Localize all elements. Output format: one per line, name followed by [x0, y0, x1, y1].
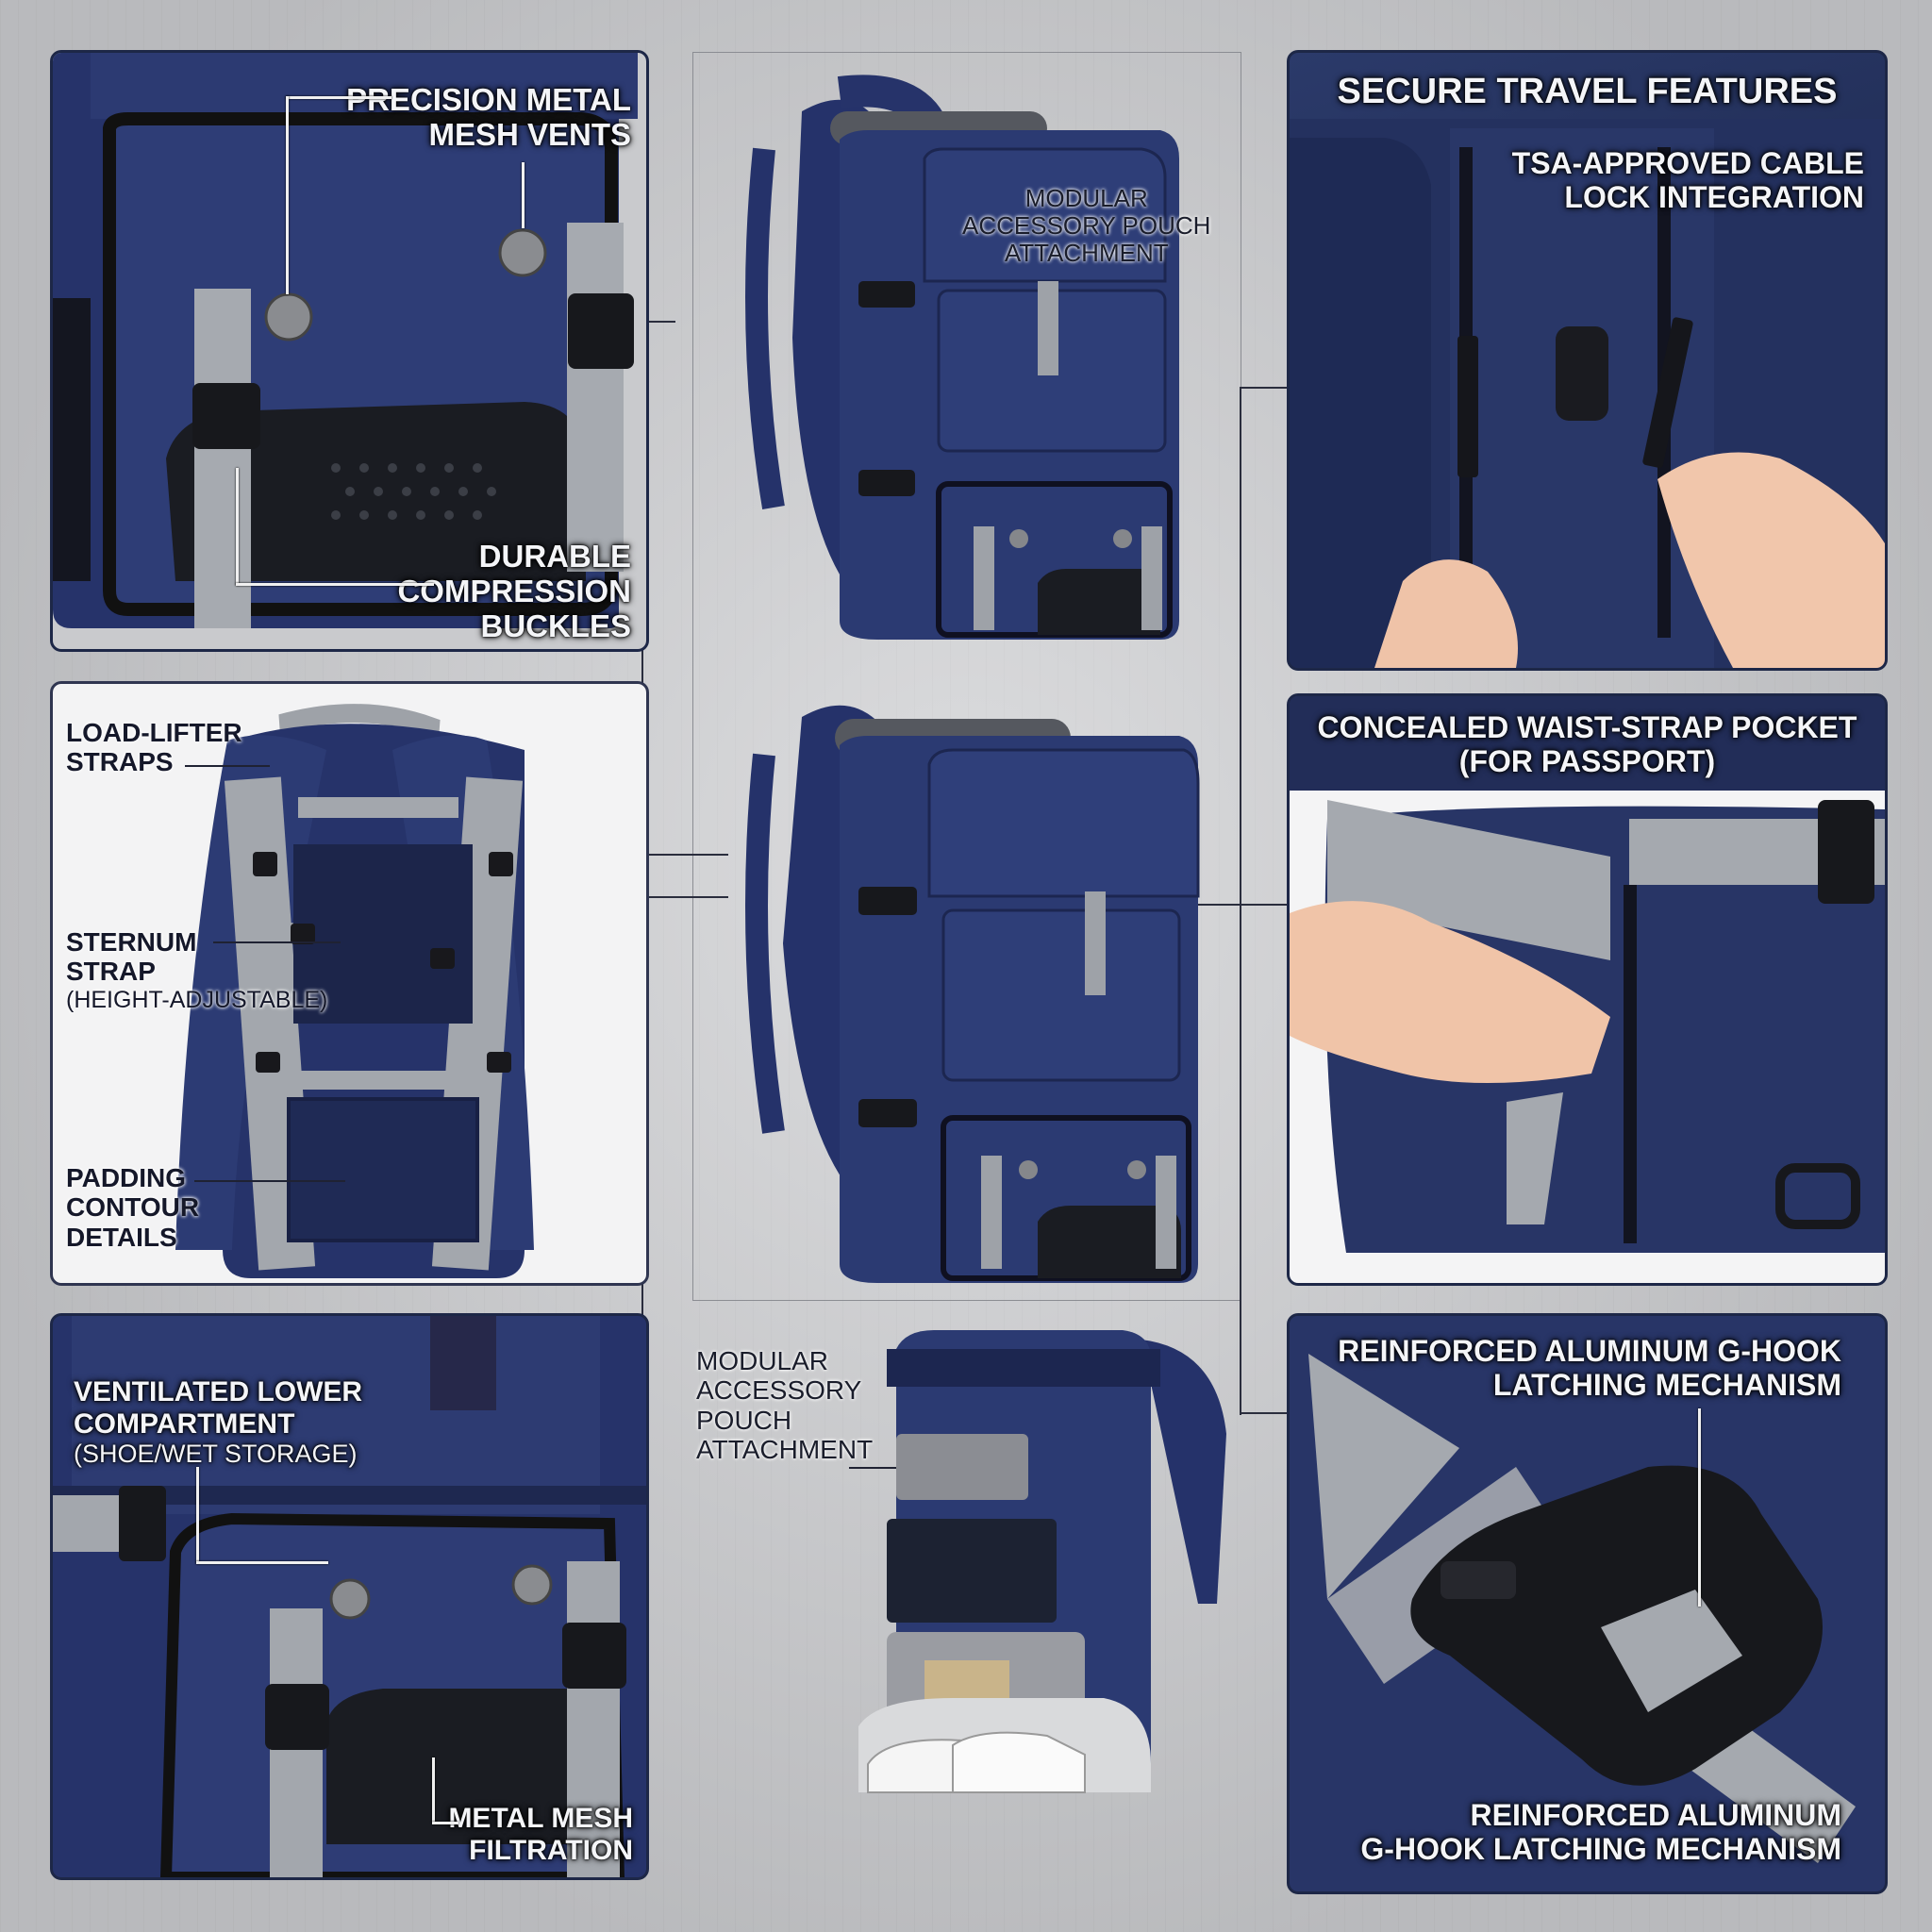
- callout-line: [236, 468, 239, 585]
- label-ventilated-lower-compartment: VENTILATED LOWER COMPARTMENT (SHOE/WET S…: [74, 1376, 363, 1469]
- callout-line: [213, 941, 341, 943]
- g-hook-buckle-closeup: [1290, 1316, 1885, 1891]
- label-durable-compression-buckles: DURABLE COMPRESSION BUCKLES: [397, 539, 631, 643]
- callout-line: [432, 1757, 435, 1824]
- label-g-hook-latching-bottom: REINFORCED ALUMINUM G-HOOK LATCHING MECH…: [1360, 1798, 1841, 1866]
- panel-tsa-lock: SECURE TRAVEL FEATURES TSA-APPROVED CABL…: [1287, 50, 1888, 671]
- backpack-front-closeup: [53, 53, 646, 649]
- callout-line: [196, 1561, 328, 1564]
- panel-g-hook-latch: REINFORCED ALUMINUM G-HOOK LATCHING MECH…: [1287, 1313, 1888, 1894]
- callout-line: [432, 1822, 458, 1824]
- callout-line: [236, 583, 434, 586]
- backpack-front-view-1: [745, 75, 1179, 640]
- callout-line: [849, 1467, 896, 1469]
- backpack-front-view-2: [745, 705, 1200, 1283]
- guide-line: [643, 896, 728, 898]
- callout-line: [1698, 1408, 1701, 1607]
- label-metal-mesh-filtration: METAL MESH FILTRATION: [448, 1803, 633, 1866]
- panel-title-secure-travel-features: SECURE TRAVEL FEATURES: [1337, 72, 1838, 111]
- guide-line: [1198, 904, 1289, 906]
- callout-line: [185, 765, 270, 767]
- callout-line: [194, 1180, 345, 1182]
- label-sternum-strap: STERNUM STRAP (HEIGHT-ADJUSTABLE): [66, 927, 328, 1013]
- callout-line: [196, 1467, 199, 1563]
- waist-pocket-closeup: [1290, 696, 1885, 1283]
- guide-line: [1241, 1412, 1287, 1414]
- backpack-back-view: [175, 704, 534, 1278]
- guide-line: [1241, 387, 1287, 389]
- label-tsa-approved-cable-lock: TSA-APPROVED CABLE LOCK INTEGRATION: [1511, 146, 1864, 214]
- label-load-lifter-straps: LOAD-LIFTER STRAPS: [66, 718, 242, 777]
- panel-compression-buckles: PRECISION METAL MESH VENTS DURABLE COMPR…: [50, 50, 649, 652]
- callout-line: [286, 96, 391, 99]
- panel-title-concealed-waist-strap-pocket: CONCEALED WAIST-STRAP POCKET (FOR PASSPO…: [1317, 710, 1857, 778]
- panel-lower-compartment: VENTILATED LOWER COMPARTMENT (SHOE/WET S…: [50, 1313, 649, 1880]
- guide-line: [643, 854, 728, 856]
- callout-line: [522, 162, 525, 228]
- guide-line: [1240, 387, 1241, 1415]
- backpack-lower-closeup: [53, 1316, 646, 1877]
- label-modular-accessory-pouch-top: MODULAR ACCESSORY POUCH ATTACHMENT: [962, 184, 1211, 268]
- panel-back-harness: LOAD-LIFTER STRAPS STERNUM STRAP (HEIGHT…: [50, 681, 649, 1286]
- zipper-lock-closeup: [1290, 119, 1885, 668]
- panel-waist-strap-pocket: CONCEALED WAIST-STRAP POCKET (FOR PASSPO…: [1287, 693, 1888, 1286]
- callout-line: [286, 96, 289, 294]
- label-modular-accessory-pouch-bottom: MODULAR ACCESSORY POUCH ATTACHMENT: [696, 1346, 874, 1465]
- guide-line: [643, 321, 675, 323]
- label-g-hook-latching-top: REINFORCED ALUMINUM G-HOOK LATCHING MECH…: [1338, 1334, 1841, 1402]
- backpack-open-view: [858, 1330, 1226, 1793]
- label-precision-metal-mesh-vents: PRECISION METAL MESH VENTS: [346, 82, 631, 152]
- label-padding-contour-details: PADDING CONTOUR DETAILS: [66, 1163, 200, 1252]
